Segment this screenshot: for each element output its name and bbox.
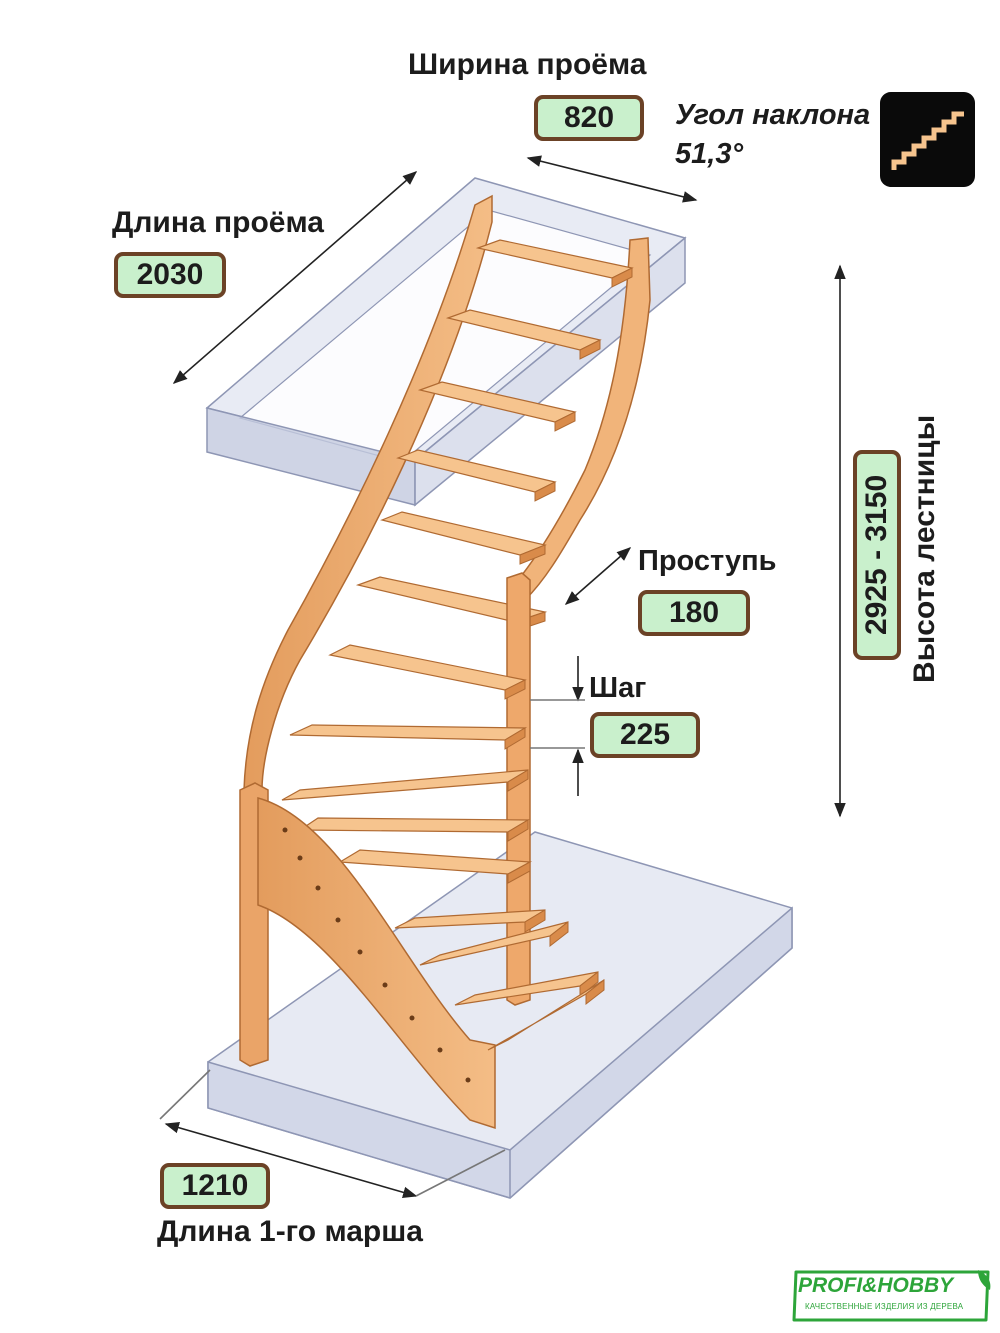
lower-flight-treads [394, 909, 605, 1051]
winder-tread-5-edge [507, 861, 531, 884]
stair-height-value: 2925 - 3150 [853, 450, 901, 660]
winder-tread-4 [298, 817, 531, 833]
logo-tagline: КАЧЕСТВЕННЫЕ ИЗДЕЛИЯ ИЗ ДЕРЕВА [805, 1302, 964, 1311]
step-rise-label: Шаг [589, 672, 647, 704]
winder-tread-1-edge [504, 679, 526, 700]
winder-tread-3-edge [507, 769, 529, 792]
upper-tread-2-edge [579, 339, 601, 360]
upper-tread-5-edge [519, 544, 546, 565]
winder-tread-2 [289, 724, 528, 741]
lower-tread-2-edge [549, 920, 569, 948]
upper-tread-1-edge [611, 267, 633, 288]
winder-treads [281, 644, 533, 884]
tread-depth-value: 180 [638, 590, 750, 636]
dimension-lines [159, 155, 846, 1198]
first-flight-label: Длина 1-го марша [157, 1215, 423, 1248]
opening-width-label: Ширина проёма [408, 48, 647, 81]
upper-tread-3-edge [554, 411, 576, 432]
incline-angle-label: Угол наклона [675, 99, 871, 131]
winder-tread-2-edge [504, 727, 526, 750]
upper-tread-4-edge [534, 481, 556, 502]
step-rise-value: 225 [590, 712, 700, 758]
upper-flight-treads [355, 239, 634, 632]
profi-hobby-logo [792, 1270, 991, 1322]
stair-height-label: Высота лестницы [908, 414, 941, 683]
lower-tread-3-edge [579, 970, 599, 998]
opening-length-label: Длина проёма [112, 206, 324, 239]
first-flight-value: 1210 [160, 1163, 270, 1209]
winder-tread-5 [338, 849, 533, 875]
winder-tread-1 [328, 644, 527, 691]
lower-tread-4-edge [585, 978, 605, 1006]
winder-tread-4-edge [507, 819, 529, 842]
tread-depth-label: Проступь [638, 545, 777, 577]
lower-stringer [239, 782, 496, 1130]
lower-tread-1-edge [524, 909, 546, 933]
incline-angle-value: 51,3° [675, 138, 744, 170]
opening-length-value: 2030 [114, 252, 226, 298]
logo-wordmark: PROFI&HOBBY [798, 1274, 954, 1297]
winder-tread-3 [281, 769, 529, 801]
upper-tread-5 [380, 511, 548, 556]
opening-width-value: 820 [534, 95, 644, 141]
stairs-angle-icon [880, 92, 975, 187]
